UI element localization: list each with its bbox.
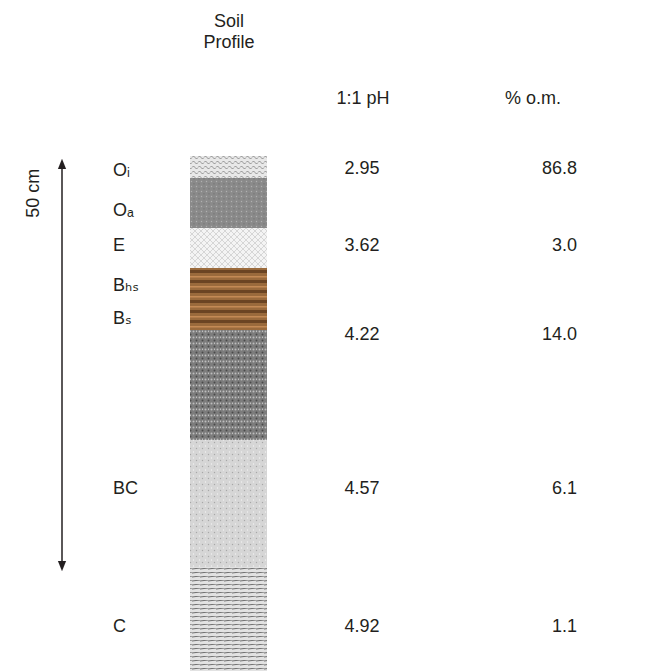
ph-value: 4.22 <box>344 324 379 345</box>
bc-band <box>190 440 267 567</box>
horizon-name: Bₕₛ <box>113 275 139 296</box>
profile-column <box>190 156 267 671</box>
oa-band <box>190 178 267 228</box>
organic-matter-value: 1.1 <box>552 616 577 637</box>
ph-value: 4.57 <box>344 478 379 499</box>
organic-matter-value: 86.8 <box>542 158 577 179</box>
column-heading: Soil Profile <box>189 11 269 52</box>
horizon-name: BC <box>113 478 138 499</box>
horizon-name: E <box>113 235 125 256</box>
organic-matter-value: 6.1 <box>552 478 577 499</box>
oi-band <box>190 156 267 178</box>
ph-value: 2.95 <box>344 158 379 179</box>
organic-matter-value: 14.0 <box>542 324 577 345</box>
horizon-name: Bₛ <box>113 308 132 329</box>
c-band <box>190 567 267 671</box>
column-heading: 1:1 pH <box>336 88 389 109</box>
depth-dimension: 50 cm <box>24 168 45 217</box>
organic-matter-value: 3.0 <box>552 235 577 256</box>
ph-value: 3.62 <box>344 235 379 256</box>
horizon-name: C <box>113 616 126 637</box>
bhs-band <box>190 268 267 330</box>
ph-value: 4.92 <box>344 616 379 637</box>
e-band <box>190 228 267 268</box>
bs-band <box>190 330 267 440</box>
horizon-name: Oₐ <box>113 200 134 221</box>
depth-arrow <box>61 164 63 566</box>
horizon-name: Oᵢ <box>113 160 130 181</box>
column-heading: % o.m. <box>505 88 561 109</box>
